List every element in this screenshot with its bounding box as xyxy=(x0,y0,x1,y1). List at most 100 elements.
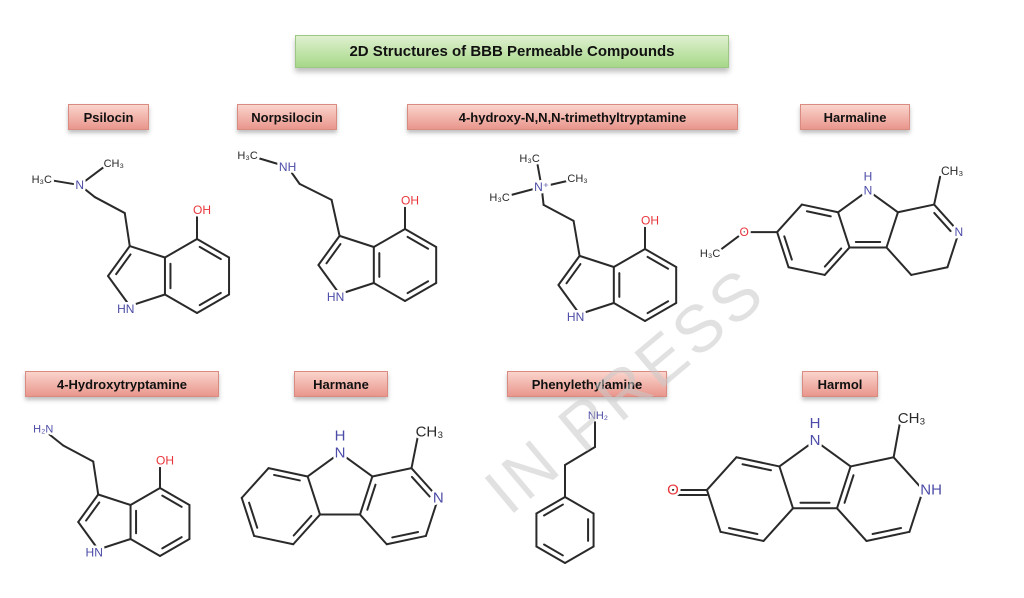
compound-label-harmane: Harmane xyxy=(294,371,388,397)
bond xyxy=(372,228,406,248)
compound-label-psilocin: Psilocin xyxy=(68,104,149,130)
bond xyxy=(196,238,231,259)
atom-label-oh: OH xyxy=(641,213,659,227)
atom-label-me3: H₃C xyxy=(489,192,509,204)
bond xyxy=(823,246,851,276)
bond xyxy=(933,203,960,234)
bond xyxy=(317,264,341,296)
atom-label-n: N xyxy=(335,444,346,461)
bond xyxy=(849,456,895,468)
atom-label-oh: OH xyxy=(193,203,211,217)
atom-label-o: O xyxy=(667,481,679,498)
bond xyxy=(540,179,569,188)
bond xyxy=(163,238,198,259)
bond xyxy=(406,280,430,295)
bond xyxy=(161,494,183,508)
bond xyxy=(123,212,131,248)
bond xyxy=(128,293,166,307)
atom-label-h: H xyxy=(810,415,821,432)
atom-label-h: H xyxy=(864,170,873,184)
bond xyxy=(129,538,161,557)
bond xyxy=(741,463,772,472)
atom-labels: OHHNNH₃CCH₃OHHNNHH₃COHHNN⁺H₃CCH₃H₃CNHNCH… xyxy=(29,147,966,562)
bond xyxy=(836,465,852,510)
bond xyxy=(885,211,899,249)
bond xyxy=(867,189,899,214)
atom-label-me: CH₃ xyxy=(941,164,963,178)
figure-title: 2D Structures of BBB Permeable Compounds xyxy=(295,35,729,68)
bond xyxy=(933,211,952,233)
bond xyxy=(535,496,566,515)
compound-label-harmol: Harmol xyxy=(802,371,878,397)
bond xyxy=(42,428,65,447)
bond xyxy=(578,254,615,268)
bond xyxy=(778,465,794,510)
bond xyxy=(933,175,942,206)
bond xyxy=(97,538,132,551)
atom-label-n: NH xyxy=(279,160,296,174)
bond xyxy=(198,245,222,261)
bond xyxy=(107,275,131,307)
bond xyxy=(787,266,826,276)
bond xyxy=(705,456,738,491)
bond xyxy=(385,534,427,546)
bond xyxy=(97,493,132,506)
bond xyxy=(783,235,793,261)
bond xyxy=(800,203,840,214)
bond xyxy=(85,501,101,522)
bond xyxy=(892,456,925,491)
bond xyxy=(778,439,816,468)
bond xyxy=(727,526,759,536)
bond xyxy=(404,228,438,248)
bond xyxy=(317,234,341,266)
atom-label-me2: CH₃ xyxy=(104,158,124,170)
bond xyxy=(248,501,259,529)
bond xyxy=(410,437,419,470)
compound-label-phenylethylamine: Phenylethylamine xyxy=(507,371,667,397)
bond xyxy=(564,496,595,515)
bond xyxy=(292,514,313,537)
bond xyxy=(273,473,301,482)
bond xyxy=(410,467,440,499)
atom-label-ome: H₃C xyxy=(700,248,720,260)
bond xyxy=(564,545,595,564)
bond xyxy=(338,234,375,248)
bond xyxy=(510,185,543,196)
atom-label-me1: H₃C xyxy=(237,150,257,162)
bond xyxy=(372,282,406,302)
bond xyxy=(161,536,183,550)
bond xyxy=(646,300,670,315)
bond xyxy=(371,467,413,478)
atom-label-n2: NH xyxy=(920,481,942,498)
atom-label-o: O xyxy=(739,225,748,239)
bond xyxy=(885,246,913,276)
bond xyxy=(536,163,543,188)
bond xyxy=(735,456,781,468)
atom-label-n2: N xyxy=(433,489,444,506)
bond xyxy=(557,254,581,286)
bond xyxy=(612,302,646,322)
bond xyxy=(910,266,949,276)
bond xyxy=(871,526,903,536)
bond xyxy=(253,534,295,546)
atom-label-me: CH₃ xyxy=(416,424,444,441)
bond xyxy=(286,165,301,185)
bond xyxy=(572,219,581,257)
atom-label-me1: H₃C xyxy=(519,153,539,165)
bond xyxy=(359,513,388,546)
bond xyxy=(776,203,803,234)
bond xyxy=(719,530,765,542)
bond xyxy=(612,248,646,268)
bond xyxy=(837,211,851,249)
bond xyxy=(837,189,869,214)
bond xyxy=(338,282,375,296)
bond xyxy=(540,185,545,206)
bond xyxy=(404,282,438,302)
bond xyxy=(908,488,925,533)
atom-label-n: N xyxy=(810,432,821,449)
bond xyxy=(896,203,936,214)
bond xyxy=(92,460,100,496)
bond xyxy=(159,487,191,506)
bond xyxy=(77,493,100,523)
